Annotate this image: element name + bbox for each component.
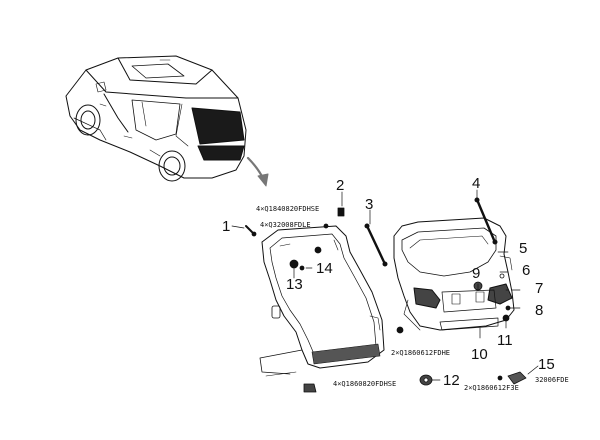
callout-6: 6 xyxy=(522,262,531,279)
tailgate-outer-drawing xyxy=(393,217,515,331)
gas-strut-right xyxy=(474,197,498,245)
callout-15: 15 xyxy=(538,356,555,373)
callout-2: 2 xyxy=(336,177,345,194)
fastener-parts xyxy=(245,207,527,393)
callout-12: 12 xyxy=(443,372,460,389)
gas-strut-left xyxy=(364,223,388,267)
spec-label-q1860612fdhe: 2×Q1860612FDHE xyxy=(391,349,451,357)
leader-lines xyxy=(231,189,539,381)
callout-10: 10 xyxy=(471,346,488,363)
callout-1: 1 xyxy=(222,218,231,235)
spec-label-q1860820fdhse: 4×Q1860820FDHSE xyxy=(333,380,397,388)
callout-4: 4 xyxy=(472,175,481,192)
callout-13: 13 xyxy=(286,276,303,293)
callout-8: 8 xyxy=(535,302,544,319)
spec-label-q1840820fdhse: 4×Q1840820FDHSE xyxy=(256,205,320,213)
spec-label-q32008fdle: 4×Q32008FDLE xyxy=(260,221,311,229)
tailgate-inner-panel-drawing xyxy=(259,225,385,377)
callout-5: 5 xyxy=(519,240,528,257)
vehicle-overview-drawing xyxy=(65,55,247,182)
callout-14: 14 xyxy=(316,260,333,277)
spec-label-32006fde: 32006FDE xyxy=(535,376,569,384)
callout-11: 11 xyxy=(497,332,513,349)
callout-7: 7 xyxy=(535,280,544,297)
callout-3: 3 xyxy=(365,196,374,213)
spec-label-q1860612f3e: 2×Q1860612F3E xyxy=(464,384,519,392)
detail-arrow xyxy=(246,156,269,187)
callout-9: 9 xyxy=(472,265,481,282)
